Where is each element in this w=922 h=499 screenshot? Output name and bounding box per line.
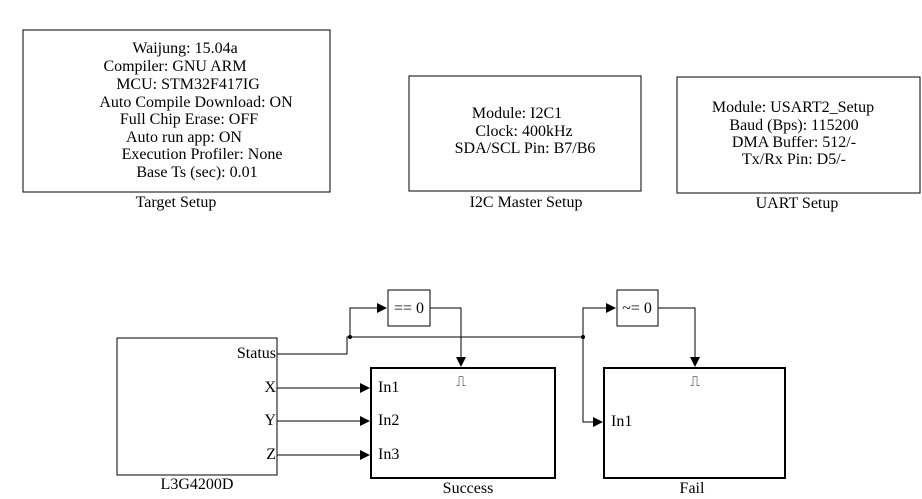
l3g4200d-block[interactable]: Status X Y Z: [116, 337, 278, 476]
sensor-port-y: Y: [264, 412, 276, 429]
status-to-compare-nonzero-line: [582, 303, 616, 337]
target-setup-line-8: Base Ts (sec): 0.01: [136, 164, 257, 181]
sensor-port-status: Status: [237, 345, 276, 362]
i2c-setup-line-1: Module: I2C1: [472, 105, 562, 122]
sensor-port-z: Z: [266, 446, 276, 463]
target-setup-block[interactable]: Waijung: 15.04a Compiler: GNU ARM MCU: S…: [22, 29, 331, 193]
status-to-fail-in1-line: [582, 337, 603, 427]
fail-trigger-icon: ⎍: [690, 375, 700, 390]
target-setup-line-7: Execution Profiler: None: [122, 146, 283, 163]
uart-setup-line-3: DMA Buffer: 512/-: [732, 134, 856, 151]
i2c-master-setup-block[interactable]: Module: I2C1 Clock: 400kHz SDA/SCL Pin: …: [408, 75, 642, 192]
i2c-setup-line-2: Clock: 400kHz: [475, 123, 572, 140]
sensor-port-x: X: [264, 379, 276, 396]
target-setup-line-4: Auto Compile Download: ON: [99, 94, 293, 111]
uart-setup-line-2: Baud (Bps): 115200: [729, 117, 858, 134]
i2c-setup-line-3: SDA/SCL Pin: B7/B6: [455, 140, 596, 157]
success-port-in1: In1: [378, 379, 399, 396]
fail-port-in1: In1: [611, 413, 632, 430]
compare-nonzero-to-fail-trigger-line: [658, 307, 700, 367]
success-subsystem-block[interactable]: ⎍ In1 In2 In3: [370, 367, 556, 479]
status-signal-line: [277, 336, 585, 355]
uart-setup-block[interactable]: Module: USART2_Setup Baud (Bps): 115200 …: [676, 76, 921, 194]
fail-caption: Fail: [680, 480, 705, 497]
uart-setup-line-4: Tx/Rx Pin: D5/-: [742, 151, 846, 168]
fail-subsystem-block[interactable]: ⎍ In1: [603, 367, 786, 479]
target-setup-line-1: Waijung: 15.04a: [132, 40, 237, 57]
compare-not-zero-block[interactable]: ~= 0: [616, 289, 659, 327]
compare-equal-zero-label: == 0: [394, 300, 424, 317]
status-to-compare-zero-line: [349, 303, 387, 337]
target-setup-line-2: Compiler: GNU ARM: [103, 58, 246, 75]
compare-zero-to-success-trigger-line: [430, 307, 466, 367]
compare-not-zero-label: ~= 0: [622, 300, 652, 317]
success-caption: Success: [443, 480, 494, 497]
success-trigger-icon: ⎍: [456, 375, 466, 390]
uart-setup-line-1: Module: USART2_Setup: [712, 99, 874, 116]
target-setup-line-3: MCU: STM32F417IG: [116, 76, 260, 93]
uart-setup-caption: UART Setup: [756, 195, 839, 212]
target-setup-line-5: Full Chip Erase: OFF: [120, 111, 258, 128]
sensor-caption: L3G4200D: [161, 476, 234, 493]
success-port-in2: In2: [378, 412, 399, 429]
compare-equal-zero-block[interactable]: == 0: [387, 289, 431, 327]
target-setup-caption: Target Setup: [136, 194, 217, 211]
target-setup-line-6: Auto run app: ON: [126, 129, 242, 146]
success-port-in3: In3: [378, 446, 399, 463]
i2c-setup-caption: I2C Master Setup: [470, 194, 583, 211]
